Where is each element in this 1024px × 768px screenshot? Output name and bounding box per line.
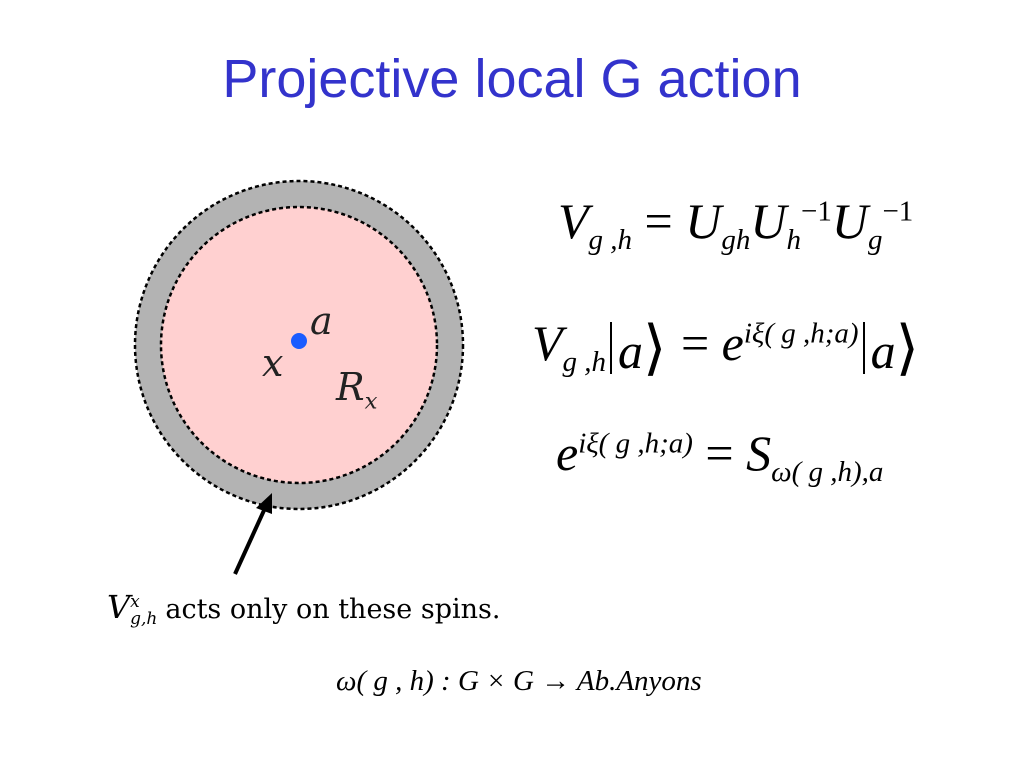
label-region: Rx <box>336 368 377 413</box>
eq2-ket-label: a <box>618 322 644 379</box>
eq1-u1: U <box>685 193 722 249</box>
omega-map: ω( g , h) : G × G → Ab.Anyons <box>336 665 702 697</box>
eq1-u3-sup: −1 <box>882 195 914 228</box>
pointer-arrow-head <box>256 493 272 514</box>
eq1-lhs: V <box>558 193 589 249</box>
eq1-equals: = <box>644 193 673 249</box>
eq2-ket-left: a⟩ <box>610 318 668 378</box>
slide-title: Projective local G action <box>222 49 802 109</box>
label-a: a <box>310 299 333 343</box>
eq2-ket-rhs-label: a <box>870 322 896 379</box>
eq1-u1-sub: gh <box>721 224 751 256</box>
eq1-u3: U <box>831 193 868 249</box>
caption-operator: V <box>107 588 131 626</box>
eq3-exponent: iξ( g ,h;a) <box>578 427 693 460</box>
caption-text: acts only on these spins. <box>165 594 501 625</box>
region-subscript: x <box>364 388 378 415</box>
region-letter: R <box>336 365 365 409</box>
eq3-exp-base: e <box>556 425 579 481</box>
caption-superscript: x <box>130 591 140 612</box>
pointer-arrow-shaft <box>233 505 268 575</box>
eq1-u2: U <box>750 193 787 249</box>
eq2-equals: = <box>680 315 710 371</box>
equation-1: Vg ,h = UghUh−1Ug−1 <box>558 193 914 255</box>
point-x <box>291 333 307 349</box>
eq3-equals: = <box>705 425 734 481</box>
eq1-u2-sup: −1 <box>800 195 832 228</box>
eq1-u3-sub: g <box>867 224 883 256</box>
eq2-lhs-sub: g ,h <box>562 346 607 378</box>
eq2-exp-base: e <box>721 315 744 371</box>
eq2-exponent: iξ( g ,h;a) <box>743 317 859 350</box>
caption-subscript: g,h <box>130 608 158 629</box>
equation-3: eiξ( g ,h;a) = Sω( g ,h),a <box>556 425 883 487</box>
eq2-lhs: V <box>532 315 563 371</box>
label-x: x <box>262 341 284 385</box>
eq1-u2-sub: h <box>786 224 801 256</box>
eq1-lhs-sub: g ,h <box>588 224 633 256</box>
eq3-rhs: S <box>746 425 772 481</box>
eq2-ket-right: a⟩ <box>862 318 921 378</box>
eq3-rhs-sub: ω( g ,h),a <box>771 456 884 488</box>
